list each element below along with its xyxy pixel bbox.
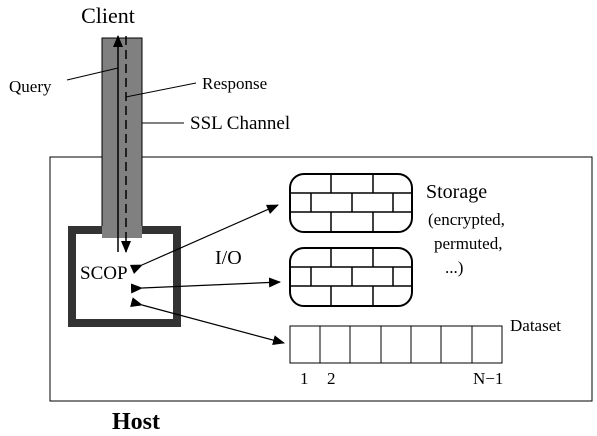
storage-disk-2 [289,247,413,307]
storage-disk-1 [289,173,413,233]
dataset-label: Dataset [510,316,561,335]
scop-label: SCOP [80,263,128,284]
storage-note-1: (encrypted, [428,210,505,229]
io-arrow-dataset [130,297,285,345]
query-label: Query [9,77,52,96]
host-box [49,156,593,402]
ssl-channel-entry [102,226,142,238]
index-2-label: 2 [327,369,336,388]
index-last-label: N−1 [473,369,503,388]
storage-note-3: ...) [445,258,463,277]
storage-note-2: permuted, [434,234,502,253]
io-label: I/O [215,247,242,269]
io-arrow-storage-2 [130,277,281,294]
response-label: Response [202,74,267,93]
storage-title: Storage [426,181,487,203]
dataset-array [289,325,503,364]
ssl-channel-label: SSL Channel [190,113,290,134]
response-pointer [125,82,197,98]
host-label: Host [112,409,160,435]
index-1-label: 1 [300,369,309,388]
io-arrow-storage-1 [129,204,279,275]
query-pointer [66,67,119,81]
client-label: Client [81,3,135,28]
